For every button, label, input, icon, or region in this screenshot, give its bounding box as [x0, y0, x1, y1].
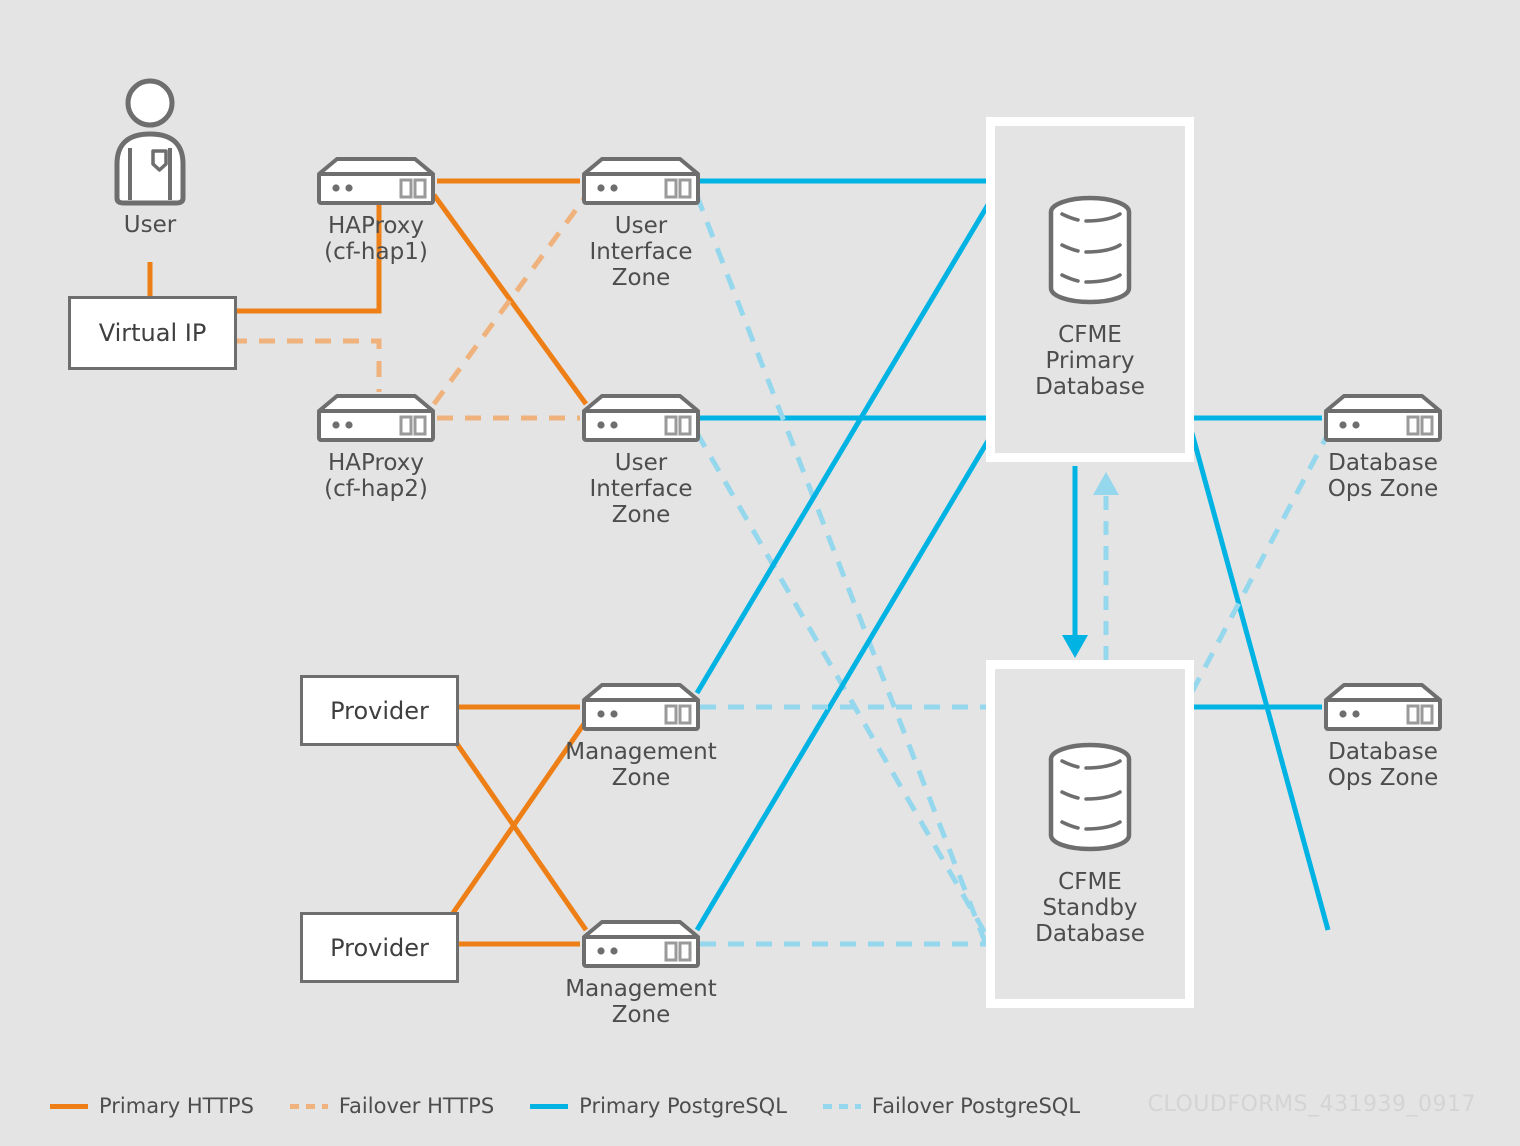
legend-swatch-primary-https	[50, 1103, 88, 1109]
node-ui-zone-2-label: User Interface Zone	[589, 450, 693, 528]
node-provider-2[interactable]: Provider	[300, 912, 459, 983]
legend-swatch-failover-https	[289, 1103, 328, 1109]
link-uizone2-to-standbydb	[694, 431, 995, 947]
node-db-ops-zone-1-label: Database Ops Zone	[1327, 450, 1439, 502]
link-provider1-to-mgmtzone2	[450, 736, 589, 932]
node-ui-zone-1-label: User Interface Zone	[589, 213, 693, 291]
server-icon	[317, 157, 435, 205]
server-icon	[317, 394, 435, 442]
node-ui-zone-2[interactable]: User Interface Zone	[580, 392, 702, 528]
database-icon	[1048, 742, 1132, 852]
legend-item-failover-postgresql: Failover PostgreSQL	[822, 1094, 1081, 1118]
link-virtualip-to-haproxy1	[231, 190, 382, 314]
node-db-ops-zone-2-label: Database Ops Zone	[1327, 739, 1439, 791]
legend-item-failover-https: Failover HTTPS	[289, 1094, 495, 1118]
database-icon	[1048, 195, 1132, 305]
node-mgmt-zone-1-label: Management Zone	[565, 739, 717, 791]
node-haproxy2-label: HAProxy (cf-hap2)	[324, 450, 428, 502]
zone-cfme-primary-database-label: CFME Primary Database	[1035, 322, 1145, 400]
server-icon	[1324, 394, 1442, 442]
server-icon	[582, 394, 700, 442]
node-db-ops-zone-1[interactable]: Database Ops Zone	[1322, 392, 1444, 502]
link-haproxy2-to-uizone1	[431, 194, 589, 406]
legend: Primary HTTPS Failover HTTPS Primary Pos…	[50, 1090, 1080, 1122]
legend-swatch-primary-postgresql	[530, 1103, 569, 1109]
zone-cfme-standby-database-label: CFME Standby Database	[1035, 869, 1145, 947]
node-mgmt-zone-2-label: Management Zone	[565, 976, 717, 1028]
node-db-ops-zone-2[interactable]: Database Ops Zone	[1322, 681, 1444, 791]
node-virtual-ip-label: Virtual IP	[98, 319, 207, 347]
legend-item-primary-https: Primary HTTPS	[50, 1094, 254, 1118]
node-haproxy1-label: HAProxy (cf-hap1)	[324, 213, 428, 265]
link-provider2-to-mgmtzone1	[450, 719, 589, 915]
node-provider-1-label: Provider	[330, 696, 429, 725]
link-mgmtzone1-to-primarydb	[694, 196, 995, 695]
legend-label-primary-https: Primary HTTPS	[99, 1094, 254, 1118]
node-ui-zone-1[interactable]: User Interface Zone	[580, 155, 702, 291]
node-haproxy1[interactable]: HAProxy (cf-hap1)	[315, 155, 437, 265]
link-primarydb-to-dbopszone2	[1189, 432, 1331, 931]
server-icon	[582, 920, 700, 968]
legend-label-failover-https: Failover HTTPS	[338, 1094, 495, 1118]
node-provider-1[interactable]: Provider	[300, 675, 459, 746]
link-standbydb-to-dbopszone1	[1189, 432, 1331, 694]
link-haproxy1-to-uizone2	[431, 193, 589, 406]
legend-label-primary-postgresql: Primary PostgreSQL	[579, 1094, 787, 1118]
node-user[interactable]: User	[104, 76, 196, 238]
node-haproxy2[interactable]: HAProxy (cf-hap2)	[315, 392, 437, 502]
zone-cfme-standby-database[interactable]: CFME Standby Database	[986, 660, 1194, 1008]
node-virtual-ip[interactable]: Virtual IP	[68, 296, 237, 370]
watermark: CLOUDFORMS_431939_0917	[1147, 1092, 1476, 1117]
node-user-label: User	[123, 212, 177, 238]
link-virtualip-to-haproxy2	[231, 338, 382, 392]
legend-label-failover-postgresql: Failover PostgreSQL	[871, 1094, 1081, 1118]
node-provider-2-label: Provider	[330, 933, 429, 962]
user-icon	[114, 78, 186, 206]
zone-cfme-primary-database[interactable]: CFME Primary Database	[986, 117, 1194, 462]
legend-item-primary-postgresql: Primary PostgreSQL	[530, 1094, 787, 1118]
server-icon	[1324, 683, 1442, 731]
link-uizone1-to-standbydb	[694, 195, 995, 961]
node-mgmt-zone-1[interactable]: Management Zone	[565, 681, 717, 791]
server-icon	[582, 683, 700, 731]
arrowhead-down-icon	[1062, 635, 1088, 658]
node-mgmt-zone-2[interactable]: Management Zone	[565, 918, 717, 1028]
link-mgmtzone2-to-primarydb	[694, 432, 995, 932]
server-icon	[582, 157, 700, 205]
legend-swatch-failover-postgresql	[822, 1103, 861, 1109]
arrowhead-up-icon	[1093, 472, 1119, 495]
